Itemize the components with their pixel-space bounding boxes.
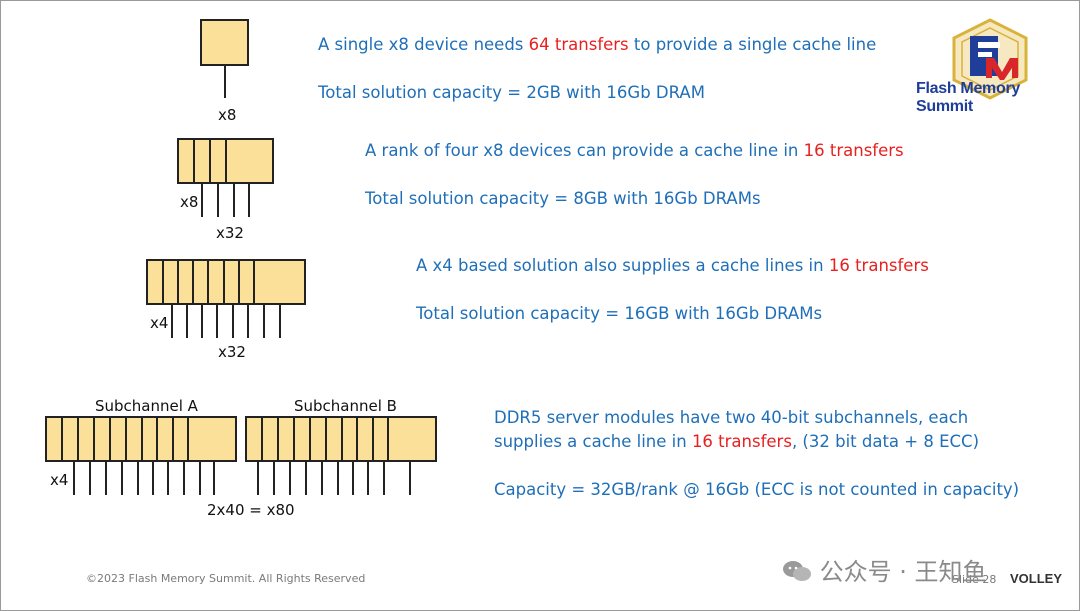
row1-label-x8: x8 [218, 106, 237, 124]
row4-line2: supplies a cache line in 16 transfers, (… [494, 432, 980, 451]
row3-line1: A x4 based solution also supplies a cach… [416, 256, 929, 275]
row4-line3: Capacity = 32GB/rank @ 16Gb (ECC is not … [494, 480, 1020, 499]
fms-logo-icon [952, 18, 1028, 100]
volley-logo: VOLLEY [1010, 571, 1063, 586]
row3-label-x32: x32 [218, 343, 246, 361]
wechat-icon [782, 559, 812, 583]
row1-line2: Total solution capacity = 2GB with 16Gb … [318, 83, 705, 102]
x4-module [146, 259, 306, 305]
row2-line1: A rank of four x8 devices can provide a … [365, 141, 904, 160]
subchannel-a-label: Subchannel A [95, 397, 198, 415]
logo-text: Flash Memory Summit [916, 80, 1020, 115]
row3-label-x4: x4 [150, 314, 169, 332]
wechat-watermark: 公众号 · 王知鱼 [782, 552, 987, 587]
row4-label-x80: 2x40 = x80 [207, 501, 295, 519]
row4-label-x4: x4 [50, 471, 69, 489]
row4-line1: DDR5 server modules have two 40-bit subc… [494, 408, 969, 427]
copyright-footer: ©2023 Flash Memory Summit. All Rights Re… [86, 572, 366, 585]
row1-line1: A single x8 device needs 64 transfers to… [318, 35, 877, 54]
single-x8-chip [200, 19, 249, 66]
row2-line2: Total solution capacity = 8GB with 16Gb … [365, 189, 761, 208]
row2-label-x32: x32 [216, 224, 244, 242]
row2-label-x8: x8 [180, 193, 199, 211]
row3-line2: Total solution capacity = 16GB with 16Gb… [416, 304, 823, 323]
subchannel-b-label: Subchannel B [294, 397, 397, 415]
slide-number: Slide 28 [952, 573, 997, 586]
